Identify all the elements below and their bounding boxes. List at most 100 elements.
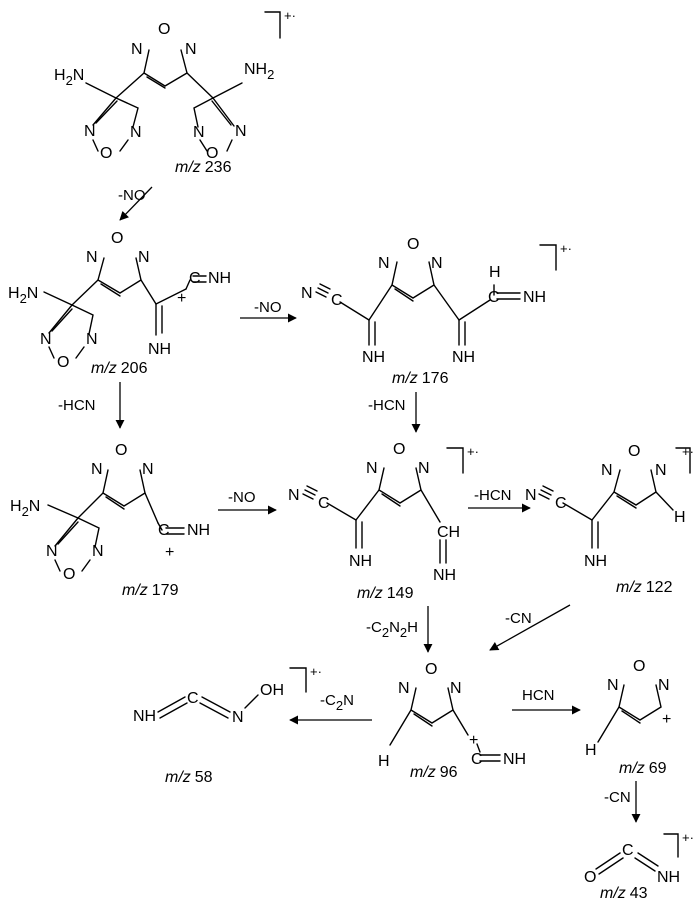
svg-text:NH: NH <box>187 522 210 539</box>
svg-text:+: + <box>469 732 478 749</box>
svg-text:N: N <box>378 255 390 272</box>
svg-text:O: O <box>393 441 405 458</box>
reagent-r9: -C2N <box>320 692 354 713</box>
svg-text:C: C <box>331 292 343 309</box>
svg-text:C: C <box>318 495 330 512</box>
svg-text:N: N <box>525 487 537 504</box>
svg-text:H: H <box>489 264 501 281</box>
svg-text:H: H <box>674 509 686 526</box>
structure-m58 <box>157 694 259 719</box>
svg-text:H2N: H2N <box>54 67 84 88</box>
atoms-m179: O N N C NH + H2N N N O <box>10 442 210 583</box>
atoms-m236: O N N H2N N N O NH2 N N O O +· <box>54 8 296 162</box>
svg-text:+·: +· <box>682 830 694 845</box>
svg-text:N: N <box>131 41 143 58</box>
svg-text:+: + <box>662 711 671 728</box>
svg-text:+·: +· <box>467 444 479 459</box>
svg-text:N: N <box>185 41 197 58</box>
atoms-m96: O N N H + C NH <box>378 661 526 770</box>
atoms-m206: O N N C NH + NH H2N N N O <box>8 230 231 371</box>
svg-text:N: N <box>235 123 247 140</box>
svg-text:C: C <box>488 289 500 306</box>
svg-text:NH: NH <box>503 751 526 768</box>
svg-text:O: O <box>100 145 112 162</box>
svg-text:H: H <box>378 753 390 770</box>
svg-text:C: C <box>471 751 483 768</box>
atoms-m122: O N N N C H NH +· <box>525 443 694 570</box>
reagent-r10: HCN <box>522 687 555 704</box>
svg-text:N: N <box>366 460 378 477</box>
svg-text:N: N <box>450 680 462 697</box>
svg-text:+·: +· <box>560 241 572 256</box>
svg-text:O: O <box>206 145 218 162</box>
svg-text:O: O <box>158 21 170 38</box>
structure-m43 <box>595 852 659 875</box>
svg-text:O: O <box>633 658 645 675</box>
reagent-r5: -NO <box>228 489 256 506</box>
svg-text:N: N <box>46 543 58 560</box>
structure-m179 <box>47 469 185 572</box>
svg-text:OH: OH <box>260 682 284 699</box>
svg-text:N: N <box>40 331 52 348</box>
svg-text:N: N <box>288 487 300 504</box>
svg-text:NH: NH <box>657 869 680 886</box>
reagent-r2: -NO <box>254 299 282 316</box>
svg-text:C: C <box>555 495 567 512</box>
svg-text:C: C <box>622 842 634 859</box>
svg-text:N: N <box>418 460 430 477</box>
svg-text:CH: CH <box>437 524 460 541</box>
atoms-m43: O C NH +· <box>584 830 694 886</box>
svg-text:N: N <box>86 249 98 266</box>
structure-m122 <box>538 469 674 549</box>
structure-m96 <box>389 687 501 762</box>
svg-text:NH: NH <box>523 289 546 306</box>
svg-text:N: N <box>607 677 619 694</box>
svg-text:+·: +· <box>310 664 322 679</box>
svg-text:NH2: NH2 <box>244 61 274 82</box>
svg-text:H2N: H2N <box>8 285 38 306</box>
arrow-122-96 <box>489 604 571 651</box>
svg-text:N: N <box>193 124 205 141</box>
svg-text:C: C <box>158 522 170 539</box>
svg-text:NH: NH <box>584 553 607 570</box>
svg-text:N: N <box>91 461 103 478</box>
svg-text:+: + <box>177 290 186 307</box>
reagent-r4: -HCN <box>368 397 406 414</box>
svg-text:H2N: H2N <box>10 498 40 519</box>
svg-text:N: N <box>130 124 142 141</box>
svg-text:O: O <box>115 442 127 459</box>
svg-text:N: N <box>398 680 410 697</box>
svg-text:N: N <box>138 249 150 266</box>
svg-text:NH: NH <box>133 708 156 725</box>
svg-text:+·: +· <box>682 444 694 459</box>
svg-text:+: + <box>165 544 174 561</box>
svg-text:C: C <box>189 270 201 287</box>
svg-text:NH: NH <box>148 341 171 358</box>
svg-text:N: N <box>655 462 667 479</box>
svg-text:NH: NH <box>208 270 231 287</box>
svg-text:NH: NH <box>349 553 372 570</box>
svg-text:N: N <box>92 543 104 560</box>
svg-text:N: N <box>86 331 98 348</box>
atoms-m176: O N N N C H C NH NH NH +· <box>301 236 572 366</box>
structure-m236 <box>85 49 243 152</box>
svg-text:NH: NH <box>362 349 385 366</box>
reagent-r3: -HCN <box>58 397 96 414</box>
svg-text:N: N <box>431 255 443 272</box>
reagent-r8: -CN <box>505 610 532 627</box>
atoms-m149: O N N N C CH NH NH +· <box>288 441 479 584</box>
svg-text:O: O <box>407 236 419 253</box>
svg-text:O: O <box>57 354 69 371</box>
svg-text:N: N <box>232 709 244 726</box>
atoms-m69: O N N H + <box>585 658 671 759</box>
structure-m149 <box>302 467 447 564</box>
svg-text:H: H <box>585 742 597 759</box>
reagent-r7: -C2N2H <box>366 619 418 640</box>
